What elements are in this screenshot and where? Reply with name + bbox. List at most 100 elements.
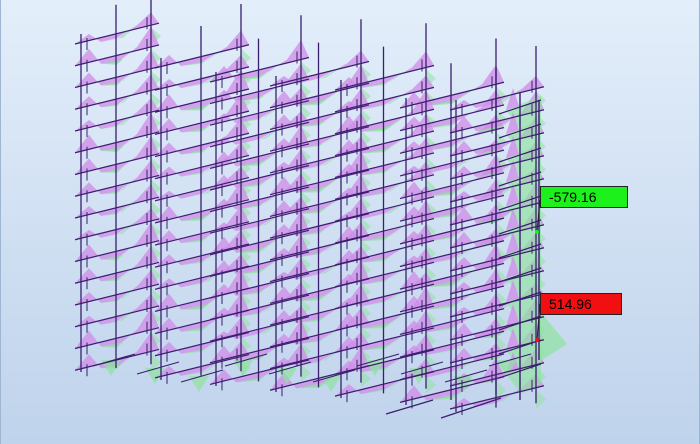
base-moment-fill <box>497 360 517 376</box>
beam-line <box>74 22 160 45</box>
positive-moment-fill <box>400 318 504 358</box>
beam-line <box>209 121 310 148</box>
negative-moment-fill <box>296 106 347 128</box>
beam-line <box>154 331 250 357</box>
negative-moment-fill <box>426 288 482 310</box>
negative-moment-fill <box>236 59 287 80</box>
beam-line <box>269 234 370 261</box>
beam-line <box>209 294 310 321</box>
edge-moment-fill <box>506 328 519 350</box>
beam-line <box>154 154 250 180</box>
positive-moment-fill <box>210 87 309 126</box>
max-value-label: -579.16 <box>540 186 628 208</box>
beam-line <box>449 362 545 387</box>
beam-line <box>269 169 370 196</box>
positive-moment-fill <box>400 139 504 176</box>
negative-moment-fill <box>101 155 137 173</box>
base-beam-line <box>312 369 356 383</box>
negative-moment-fill <box>476 134 522 154</box>
negative-moment-fill <box>101 286 137 303</box>
negative-moment-fill <box>101 329 137 349</box>
column-moment-fill <box>361 369 371 388</box>
negative-moment-fill <box>181 290 227 310</box>
positive-moment-fill <box>155 142 249 179</box>
negative-moment-fill <box>236 167 287 188</box>
positive-moment-fill <box>335 247 434 287</box>
beam-line <box>334 196 435 222</box>
beam-line <box>449 224 545 249</box>
negative-moment-fill <box>101 133 137 153</box>
negative-moment-fill <box>236 81 287 102</box>
edge-moment-fill <box>506 280 519 302</box>
beam-line <box>449 86 545 111</box>
beam-line <box>154 265 250 290</box>
column-moment-fill <box>426 375 436 394</box>
negative-moment-fill <box>361 154 412 176</box>
beam-line <box>449 178 545 203</box>
beam-line <box>334 217 435 244</box>
beam-line <box>449 155 545 180</box>
negative-moment-fill <box>101 264 137 282</box>
beam-line <box>154 44 250 69</box>
negative-moment-fill <box>296 280 347 302</box>
beam-line <box>154 176 250 202</box>
negative-moment-fill <box>236 232 287 253</box>
beam-line <box>399 285 505 313</box>
beam-line <box>449 270 545 295</box>
beam-line <box>399 81 505 109</box>
positive-moment-fill <box>450 75 544 110</box>
positive-moment-fill <box>270 222 369 260</box>
negative-moment-fill <box>296 215 347 237</box>
base-beam-line <box>356 353 400 367</box>
positive-moment-fill <box>335 51 434 90</box>
beam-line <box>449 247 545 272</box>
min-leader-line <box>536 303 541 341</box>
beam-line <box>74 283 160 306</box>
base-beam-line <box>180 369 224 383</box>
beam-line <box>334 174 435 200</box>
beam-line <box>154 243 250 268</box>
beam-line <box>209 251 310 277</box>
negative-moment-fill <box>476 364 522 384</box>
beam-line <box>74 109 160 132</box>
beam-line <box>334 283 435 310</box>
beam-line <box>269 60 370 87</box>
min-point-marker <box>535 338 539 342</box>
edge-moment-fill <box>506 88 519 110</box>
beam-line <box>209 100 310 126</box>
positive-moment-fill <box>155 54 249 91</box>
negative-moment-fill <box>361 220 412 242</box>
base-moment-fill <box>145 368 165 384</box>
beam-line <box>399 172 505 200</box>
base-beam-line <box>92 353 136 367</box>
beam-line <box>74 261 160 284</box>
edge-moment-fill <box>506 208 519 230</box>
base-moment-fill <box>409 368 429 384</box>
base-beam-line <box>268 361 312 375</box>
beam-line <box>74 348 160 371</box>
positive-moment-fill <box>400 342 504 380</box>
edge-moment-fill <box>539 310 567 362</box>
beam-line <box>269 104 370 131</box>
beam-line <box>209 56 310 83</box>
beam-line <box>209 143 310 169</box>
beam-line <box>269 82 370 109</box>
beam-line <box>334 130 435 157</box>
positive-moment-fill <box>155 341 249 378</box>
negative-moment-fill <box>236 145 287 167</box>
beam-line <box>399 240 505 268</box>
beam-line <box>74 131 160 154</box>
negative-moment-fill <box>236 361 287 383</box>
edge-moment-fill <box>506 184 519 206</box>
beam-line <box>209 316 310 342</box>
beam-line <box>334 64 435 91</box>
beam-line <box>74 153 160 176</box>
base-beam-line <box>224 353 268 367</box>
negative-moment-fill <box>181 46 227 66</box>
base-moment-fill <box>189 376 209 392</box>
beam-line <box>154 88 250 113</box>
base-beam-line <box>136 361 180 375</box>
beam-line <box>209 229 310 256</box>
